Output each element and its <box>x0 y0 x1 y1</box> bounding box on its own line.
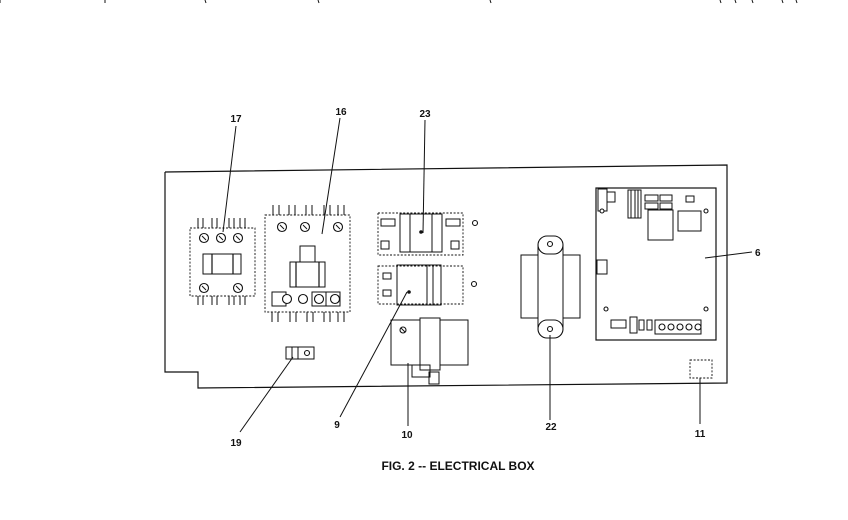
box-outline <box>164 164 728 389</box>
transformer-22 <box>520 235 581 339</box>
callout-17: 17 <box>230 114 242 125</box>
callout-23: 23 <box>419 109 431 120</box>
contactor-17 <box>189 218 256 305</box>
terminal-19 <box>285 346 315 360</box>
callout-19: 19 <box>230 438 242 449</box>
callout-9: 9 <box>334 420 340 431</box>
top-edge-marks <box>0 0 798 4</box>
figure-caption: FIG. 2 -- ELECTRICAL BOX <box>381 459 534 473</box>
relay-9 <box>377 264 478 306</box>
callout-10: 10 <box>401 430 413 441</box>
control-board-6 <box>595 187 717 341</box>
transformer-10 <box>390 317 469 385</box>
leader-lines <box>222 117 753 433</box>
callout-6: 6 <box>755 248 761 259</box>
callout-labels: 17 16 23 6 19 9 10 22 11 <box>230 107 761 449</box>
callout-16: 16 <box>335 107 347 118</box>
relay-23 <box>377 212 479 256</box>
contactor-16 <box>264 205 351 322</box>
callout-11: 11 <box>695 429 706 440</box>
component-11 <box>689 359 713 379</box>
callout-22: 22 <box>545 422 557 433</box>
